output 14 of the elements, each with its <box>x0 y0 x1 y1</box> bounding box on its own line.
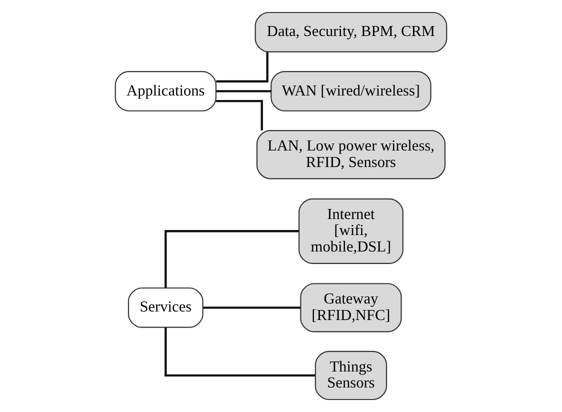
connector <box>164 328 316 377</box>
node-box: Internet [wifi, mobile,DSL] <box>298 198 404 264</box>
node-box: Services <box>128 287 204 328</box>
connector <box>216 100 263 130</box>
connector <box>216 90 272 92</box>
node-box: Data, Security, BPM, CRM <box>254 12 448 52</box>
connector <box>216 52 268 82</box>
connector <box>164 230 299 288</box>
node-box: LAN, Low power wireless, RFID, Sensors <box>256 130 446 180</box>
node-box: Gateway [RFID,NFC] <box>300 283 402 332</box>
node-box: Things Sensors <box>314 350 388 400</box>
node-box: WAN [wired/wireless] <box>270 70 432 112</box>
node-box: Applications <box>114 70 216 112</box>
connector <box>203 306 301 309</box>
